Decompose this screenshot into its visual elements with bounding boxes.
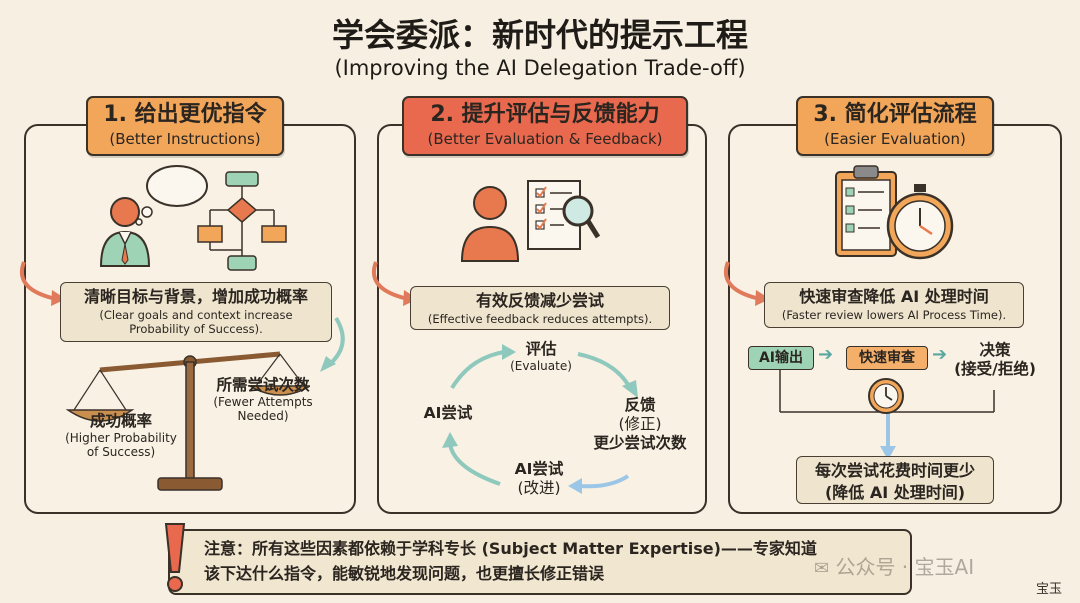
cycle-evaluate-title: 评估 <box>525 340 557 358</box>
corner-watermark: 宝玉 <box>1036 582 1063 597</box>
curved-arrow-icon <box>724 261 770 306</box>
expertise-note: 注意：所有这些因素都依赖于学科专长 (Subject Matter Expert… <box>168 529 912 595</box>
panel2-note-title: 有效反馈减少尝试 <box>475 291 604 310</box>
panel3-note: 快速审查降低 AI 处理时间 (Faster review lowers AI … <box>764 282 1024 328</box>
cycle-feedback-3: 更少尝试次数 <box>593 434 687 452</box>
panel2-header-title: 2. 提升评估与反馈能力 <box>430 102 660 127</box>
expertise-note-line-2: 该下达什么指令，能敏锐地发现问题，也更擅长修正错误 <box>204 564 605 583</box>
panel3-result-2: (降低 AI 处理时间) <box>824 483 966 502</box>
fewer-attempts-title: 所需尝试次数 <box>216 376 310 394</box>
success-probability-en-1: (Higher Probability <box>65 431 177 445</box>
fewer-attempts-label: 所需尝试次数 (Fewer Attempts Needed) <box>196 376 330 423</box>
panel2-header-subtitle: (Better Evaluation & Feedback) <box>427 130 663 148</box>
panel1-header: 1. 给出更优指令 (Better Instructions) <box>86 96 284 156</box>
wechat-icon: ✉ <box>814 558 830 579</box>
arrow-right-icon: ➔ <box>818 344 834 365</box>
cycle-ai-attempt-1: AI尝试 <box>514 460 564 478</box>
warning-exclamation-icon <box>164 523 186 592</box>
curved-arrow-icon <box>320 316 345 372</box>
flowchart-icon <box>197 171 287 271</box>
clock-icon <box>868 378 904 414</box>
cycle-ai-attempt-left: AI尝试 <box>410 404 486 423</box>
success-probability-en-2: of Success) <box>86 445 156 459</box>
flow-decision: 决策 (接受/拒绝) <box>950 341 1040 379</box>
expertise-note-line-1: 注意：所有这些因素都依赖于学科专长 (Subject Matter Expert… <box>204 539 817 558</box>
panel3-header-title: 3. 简化评估流程 <box>813 102 977 127</box>
flow-decision-sub: (接受/拒绝) <box>954 360 1036 378</box>
cycle-ai-attempt-left-label: AI尝试 <box>423 404 473 422</box>
person-thinking-icon <box>99 165 208 267</box>
arrow-right-icon: ➔ <box>932 344 948 365</box>
panel2-note: 有效反馈减少尝试 (Effective feedback reduces att… <box>410 286 670 330</box>
success-probability-title: 成功概率 <box>89 412 152 430</box>
panel1-note-en-1: (Clear goals and context increase <box>99 308 293 322</box>
panel3-note-title: 快速审查降低 AI 处理时间 <box>799 287 989 306</box>
panel1-note-title: 清晰目标与背景，增加成功概率 <box>83 287 308 306</box>
watermark: ✉ 公众号 · 宝玉AI <box>814 551 974 580</box>
fewer-attempts-en-2: Needed) <box>237 409 289 423</box>
feedback-cycle-arrows <box>442 344 638 494</box>
page-subtitle: (Improving the AI Delegation Trade-off) <box>334 56 746 80</box>
cycle-evaluate-en: (Evaluate) <box>510 359 572 373</box>
flow-decision-title: 决策 <box>979 341 1011 359</box>
cycle-evaluate: 评估 (Evaluate) <box>496 340 586 373</box>
reviewer-icon <box>460 180 600 262</box>
panel1-header-title: 1. 给出更优指令 <box>103 102 267 127</box>
flow-quick-review: 快速审查 <box>846 346 928 370</box>
panel3-result-1: 每次尝试花费时间更少 <box>814 461 975 480</box>
cycle-feedback-1: 反馈 <box>624 396 656 414</box>
panel1-header-subtitle: (Better Instructions) <box>109 130 261 148</box>
success-probability-label: 成功概率 (Higher Probability of Success) <box>54 412 188 459</box>
page-title: 学会委派：新时代的提示工程 <box>331 16 748 54</box>
panel3-note-en: (Faster review lowers AI Process Time). <box>781 308 1007 322</box>
watermark-text: 公众号 · 宝玉AI <box>835 555 975 579</box>
panel2-note-en: (Effective feedback reduces attempts). <box>427 312 653 326</box>
balance-scale-icon <box>65 351 310 491</box>
flow-ai-output: AI输出 <box>748 346 814 370</box>
checklist-stopwatch-icon <box>835 165 954 260</box>
panel2-header: 2. 提升评估与反馈能力 (Better Evaluation & Feedba… <box>402 96 688 156</box>
cycle-feedback-2: (修正) <box>618 415 662 433</box>
curved-arrow-icon <box>20 261 66 306</box>
cycle-feedback: 反馈 (修正) 更少尝试次数 <box>580 396 700 453</box>
cycle-ai-attempt-2: (改进) <box>517 479 561 497</box>
fewer-attempts-en-1: (Fewer Attempts <box>213 395 313 409</box>
panel1-note: 清晰目标与背景，增加成功概率 (Clear goals and context … <box>60 282 332 342</box>
panel3-header: 3. 简化评估流程 (Easier Evaluation) <box>796 96 994 156</box>
panel3-header-subtitle: (Easier Evaluation) <box>824 130 966 148</box>
cycle-ai-attempt-improve: AI尝试 (改进) <box>494 460 584 498</box>
panel1-note-en-2: Probability of Success). <box>129 322 263 336</box>
panel3-result: 每次尝试花费时间更少 (降低 AI 处理时间) <box>796 456 994 504</box>
